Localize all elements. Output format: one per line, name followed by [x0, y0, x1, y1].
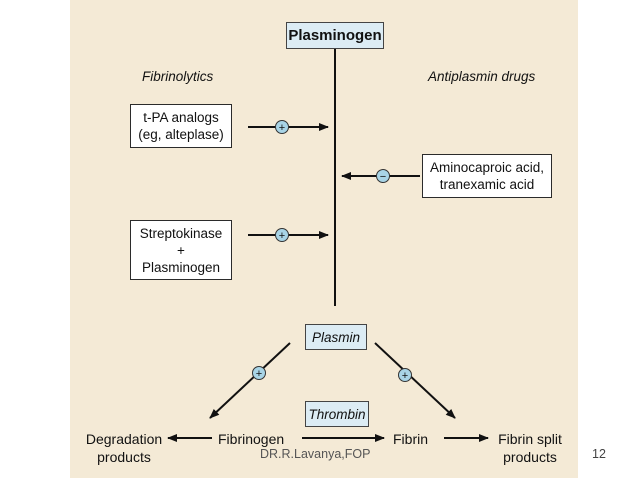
- plus-sign: +: [279, 230, 285, 242]
- antiplasmin-heading: Antiplasmin drugs: [428, 69, 536, 84]
- tpa-line1: t-PA analogs: [143, 110, 219, 125]
- strep-line1: Streptokinase: [139, 225, 223, 241]
- plasmin-to-fibrin-split-arrow: [374, 342, 456, 419]
- strep-line3: Plasminogen: [141, 259, 221, 275]
- plus-sign: +: [402, 370, 408, 382]
- fibrin-split-line1: Fibrin split: [498, 431, 562, 447]
- degradation-line2: products: [97, 449, 151, 465]
- degradation-products-label: Degradation products: [84, 430, 164, 466]
- minus-sign-icon: [376, 169, 390, 183]
- fibrinogen-label: Fibrinogen: [218, 431, 285, 447]
- amino-line2: tranexamic acid: [439, 177, 535, 192]
- plus-sign: +: [279, 122, 285, 134]
- degradation-line1: Degradation: [85, 431, 163, 447]
- thrombin-label: Thrombin: [308, 406, 366, 422]
- plasminogen-label: Plasminogen: [288, 27, 382, 44]
- plasminogen-box: Plasminogen: [286, 22, 384, 49]
- fibrin-label: Fibrin: [393, 431, 429, 447]
- streptokinase-box: Streptokinase + Plasminogen: [130, 220, 232, 280]
- author-credit: DR.R.Lavanya,FOP: [260, 447, 371, 461]
- plus-sign-icon: [275, 228, 289, 242]
- plus-sign-icon: [275, 120, 289, 134]
- amino-line1: Aminocaproic acid,: [429, 160, 545, 175]
- fibrin-split-products-label: Fibrin split products: [490, 430, 570, 466]
- thrombin-box: Thrombin: [305, 401, 369, 427]
- plasmin-label: Plasmin: [311, 329, 360, 345]
- page-number: 12: [592, 447, 606, 461]
- plus-sign-icon: [398, 368, 412, 382]
- plus-sign-icon: [252, 366, 266, 380]
- tpa-line2: (eg, alteplase): [138, 127, 224, 142]
- tpa-box: t-PA analogs (eg, alteplase): [130, 104, 232, 148]
- fibrin-split-line2: products: [503, 449, 557, 465]
- strep-line2: +: [177, 242, 185, 258]
- minus-sign: −: [380, 171, 386, 183]
- aminocaproic-box: Aminocaproic acid, tranexamic acid: [422, 154, 552, 198]
- plus-sign: +: [256, 368, 262, 380]
- fibrinolytics-heading: Fibrinolytics: [142, 69, 214, 84]
- plasmin-box: Plasmin: [305, 324, 367, 350]
- plasmin-to-degradation-arrow: [209, 342, 291, 419]
